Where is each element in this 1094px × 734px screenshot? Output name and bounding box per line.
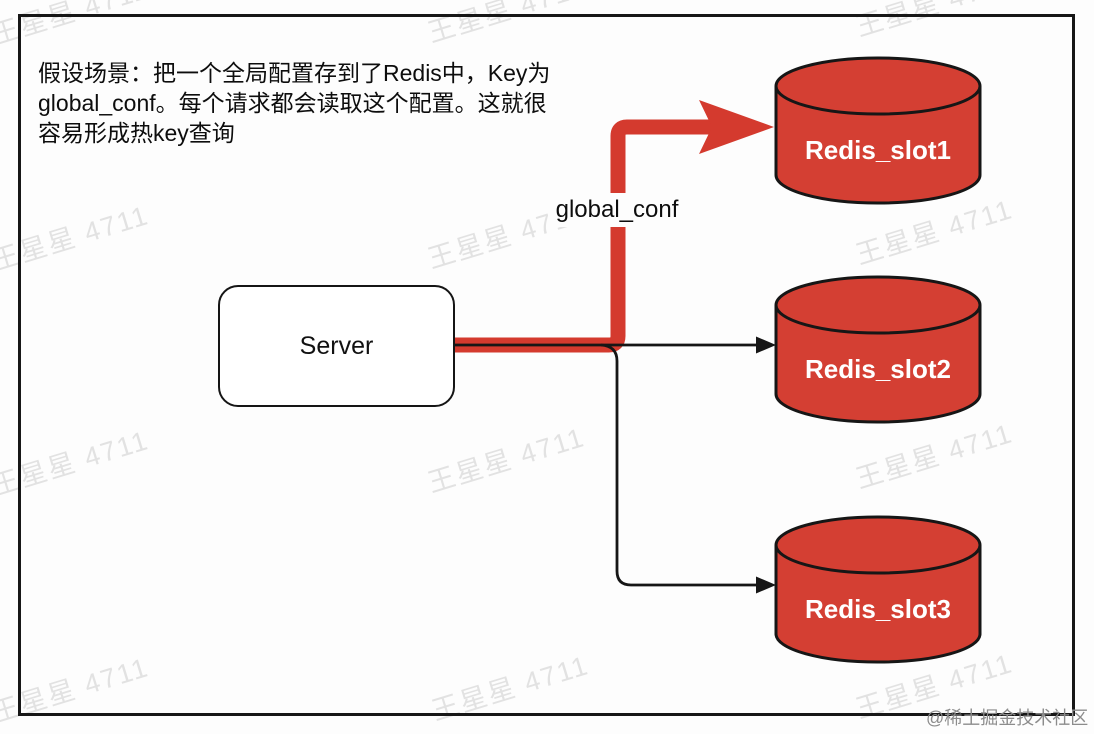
watermark-text: 王星星 4711 [424,0,589,49]
cylinder-body [774,545,982,664]
cylinder-top [774,515,982,575]
hot-edge-line [455,119,713,353]
redis-slot3-label: Redis_slot3 [805,594,951,624]
watermark-text: 王星星 4711 [0,425,153,502]
server-node-label: Server [299,331,374,360]
watermark-text: 王星星 4711 [428,650,593,727]
scenario-line-1: 假设场景：把一个全局配置存到了Redis中，Key为 [38,60,551,86]
watermark-text: 王星星 4711 [0,0,153,51]
watermark-text: 王星星 4711 [852,418,1017,495]
scenario-description: 假设场景：把一个全局配置存到了Redis中，Key为 global_conf。每… [38,58,638,148]
watermark-text: 王星星 4711 [0,200,153,277]
cylinder-top [774,275,982,335]
scenario-line-2: global_conf。每个请求都会读取这个配置。这就很 [38,90,547,116]
redis-slot1-label: Redis_slot1 [805,135,951,165]
cylinder-body [774,305,982,424]
redis-node-slot3: Redis_slot3 [774,515,982,664]
edge-server-to-slot2 [455,336,776,354]
watermark-text: 王星星 4711 [852,194,1017,271]
edge-server-to-slot3 [600,343,776,594]
edge-label-global-conf: global_conf [548,193,686,227]
edge-slot3-line [600,343,758,587]
edge-slot2-arrowhead-icon [756,336,776,354]
watermark-text: 王星星 4711 [852,0,1017,43]
scenario-line-3: 容易形成热key查询 [38,120,235,146]
cylinder-top [774,56,982,116]
cylinder-body [774,86,982,205]
juejin-community-watermark: @稀土掘金技术社区 [926,708,1089,728]
watermark-text: 王星星 4711 [0,652,153,729]
hot-edge-arrowhead-icon [699,100,774,154]
redis-node-slot2: Redis_slot2 [774,275,982,424]
server-node: Server [218,285,455,407]
edge-slot3-arrowhead-icon [756,576,776,594]
watermark-text: 王星星 4711 [424,422,589,499]
redis-node-slot1: Redis_slot1 [774,56,982,205]
redis-slot2-label: Redis_slot2 [805,354,951,384]
